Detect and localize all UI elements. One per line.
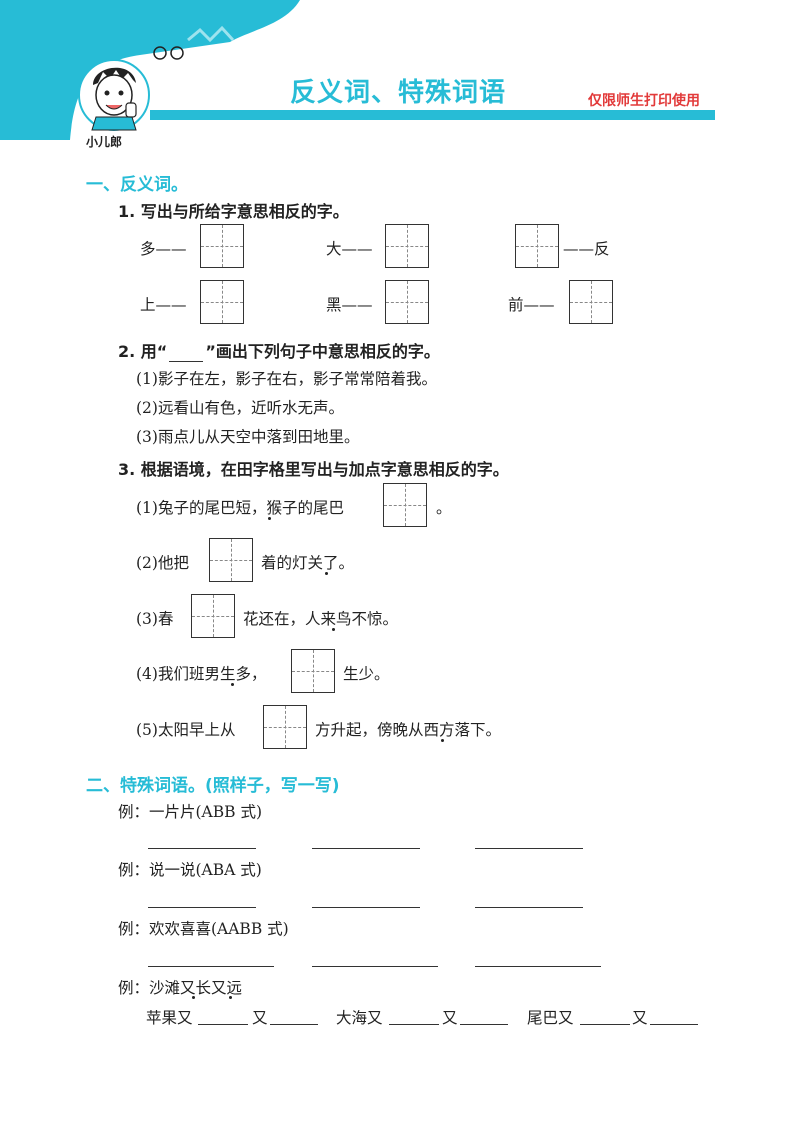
q2-sentence[interactable]: (2)远看山有色，近听水无声。 [136, 399, 344, 417]
answer-line[interactable] [580, 1024, 630, 1025]
mascot-boy-icon [78, 59, 150, 131]
q3-text-after: 生少。 [343, 665, 390, 683]
q2-title-suffix: ”画出下列句子中意思相反的字。 [205, 342, 440, 361]
example-label: 例：说一说(ABA 式) [118, 861, 262, 879]
emphasis-dot [268, 517, 271, 520]
emphasis-dot [332, 628, 335, 631]
page-title: 反义词、特殊词语 [290, 78, 507, 108]
fill-text: 又 [632, 1009, 648, 1027]
answer-line[interactable] [389, 1024, 439, 1025]
q3-text-after: 花还在，人来鸟不惊。 [243, 610, 399, 628]
fill-text: 大海又 [336, 1009, 383, 1027]
fill-text: 苹果又 [146, 1009, 193, 1027]
emphasis-dot [192, 996, 195, 999]
answer-line[interactable] [475, 966, 601, 967]
answer-line[interactable] [475, 848, 583, 849]
tianzige-box[interactable] [209, 538, 253, 582]
answer-line[interactable] [148, 907, 256, 908]
tianzige-box[interactable] [385, 280, 429, 324]
tianzige-box[interactable] [291, 649, 335, 693]
fill-text: 又 [442, 1009, 458, 1027]
q1-pair: 上—— [140, 296, 187, 314]
section2-title: 二、特殊词语。(照样子，写一写) [86, 776, 340, 796]
emphasis-dot [325, 572, 328, 575]
tianzige-box[interactable] [200, 224, 244, 268]
tianzige-box[interactable] [515, 224, 559, 268]
example-label: 例：一片片(ABB 式) [118, 803, 262, 821]
q2-sentence[interactable]: (1)影子在左，影子在右，影子常常陪着我。 [136, 370, 437, 388]
q3-text-before: (2)他把 [136, 554, 189, 572]
answer-line[interactable] [198, 1024, 248, 1025]
q3-text-before: (1)兔子的尾巴短，猴子的尾巴 [136, 499, 344, 517]
q1-pair: 前—— [508, 296, 555, 314]
section1-title: 一、反义词。 [86, 175, 188, 195]
answer-line[interactable] [312, 907, 420, 908]
answer-line[interactable] [460, 1024, 508, 1025]
q3-text-after: 着的灯关了。 [261, 554, 355, 572]
answer-line[interactable] [270, 1024, 318, 1025]
q1-pair: ——反 [563, 240, 610, 258]
answer-line[interactable] [312, 848, 420, 849]
q3-text-before: (3)春 [136, 610, 174, 628]
q1-pair: 黑—— [326, 296, 373, 314]
fill-text: 又 [252, 1009, 268, 1027]
emphasis-dot [231, 683, 234, 686]
example-label: 例：沙滩又长又远 [118, 979, 243, 997]
q1-title: 1. 写出与所给字意思相反的字。 [118, 202, 349, 221]
usage-note: 仅限师生打印使用 [588, 93, 700, 109]
fill-text: 尾巴又 [527, 1009, 574, 1027]
header-decoration [0, 0, 715, 140]
q2-title: 2. 用“ ”画出下列句子中意思相反的字。 [118, 338, 440, 362]
q3-text-after: 方升起，傍晚从西方落下。 [315, 721, 502, 739]
q1-pair: 大—— [326, 240, 373, 258]
q2-title-prefix: 2. 用“ [118, 342, 168, 361]
q1-pair: 多—— [140, 240, 187, 258]
q3-title: 3. 根据语境，在田字格里写出与加点字意思相反的字。 [118, 460, 509, 479]
tianzige-box[interactable] [263, 705, 307, 749]
example-label: 例：欢欢喜喜(AABB 式) [118, 920, 289, 938]
q3-text-before: (5)太阳早上从 [136, 721, 236, 739]
emphasis-dot [441, 739, 444, 742]
underline-sample [169, 360, 204, 362]
q3-text-after: 。 [436, 499, 452, 517]
answer-line[interactable] [312, 966, 438, 967]
mascot-label: 小儿郎 [86, 135, 123, 149]
tianzige-box[interactable] [385, 224, 429, 268]
tianzige-box[interactable] [569, 280, 613, 324]
tianzige-box[interactable] [383, 483, 427, 527]
q3-text-before: (4)我们班男生多， [136, 665, 267, 683]
tianzige-box[interactable] [200, 280, 244, 324]
emphasis-dot [229, 996, 232, 999]
answer-line[interactable] [650, 1024, 698, 1025]
answer-line[interactable] [148, 966, 274, 967]
answer-line[interactable] [475, 907, 583, 908]
tianzige-box[interactable] [191, 594, 235, 638]
q2-sentence[interactable]: (3)雨点儿从天空中落到田地里。 [136, 428, 360, 446]
answer-line[interactable] [148, 848, 256, 849]
